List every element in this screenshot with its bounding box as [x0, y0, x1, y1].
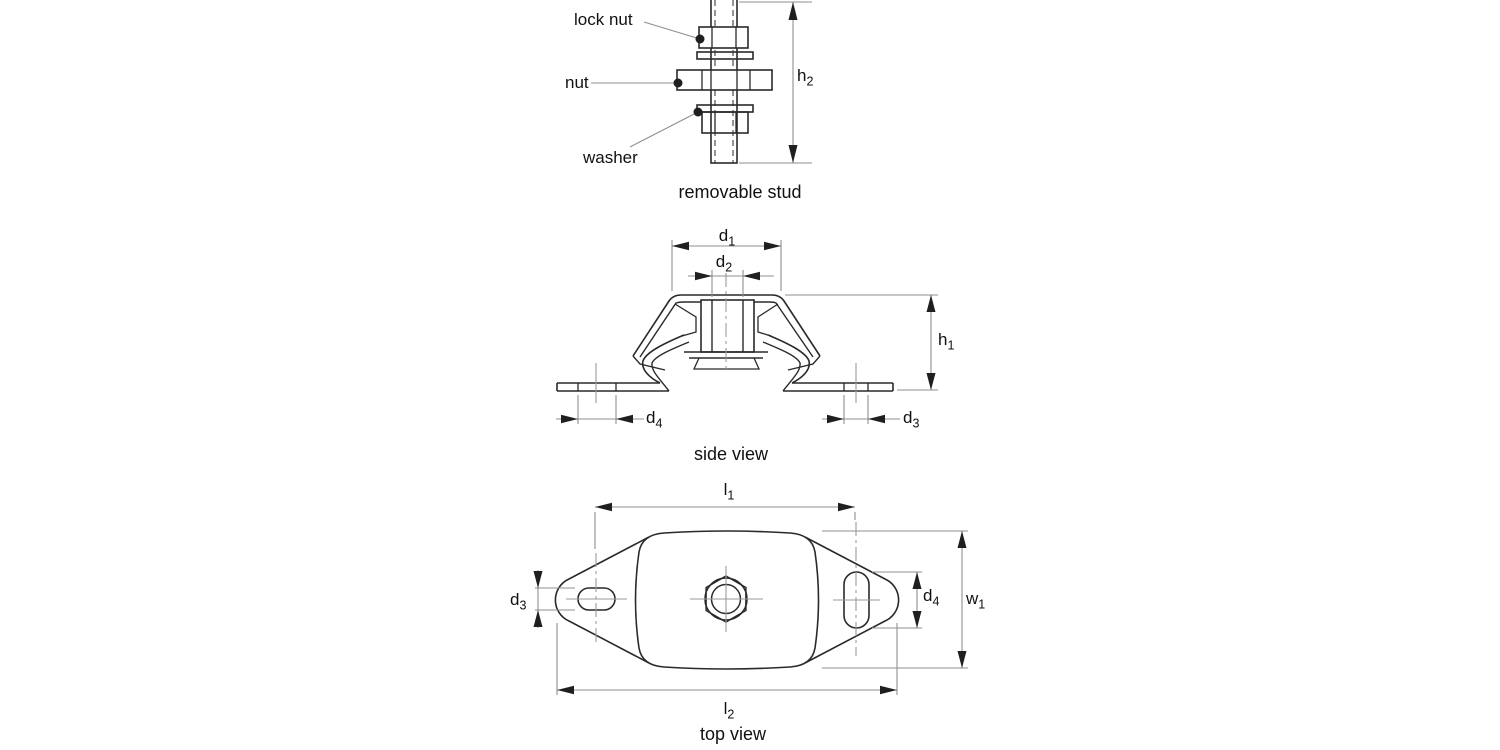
dim-label-d4-side: d4: [646, 408, 662, 430]
side-centerlines: [595, 273, 857, 403]
dim-d3-side-sub: 3: [912, 416, 920, 431]
dim-d3-top-base: d: [510, 590, 520, 609]
dim-d2-sub: 2: [725, 260, 733, 275]
dim-label-h2: h2: [797, 66, 813, 88]
label-washer: washer: [583, 148, 638, 167]
top-body-outline: [634, 530, 820, 670]
top-wing-left: [554, 536, 650, 664]
dim-label-l2: l2: [723, 699, 735, 721]
dim-label-d1: d1: [718, 226, 735, 248]
dim-w1-base: w: [966, 589, 979, 608]
dim-h1: [785, 294, 938, 391]
side-dim-arrows: [561, 241, 936, 424]
dim-d3-side-base: d: [903, 408, 913, 427]
top-view-caption: top view: [699, 724, 767, 744]
dim-d4-top-base: d: [923, 586, 933, 605]
dim-l2-sub: 2: [727, 707, 735, 722]
washer-upper-shape: [696, 51, 754, 60]
side-rubber-bottom-right: [787, 355, 821, 371]
dim-label-d4-top: d4: [923, 586, 939, 608]
side-rubber-outer: [632, 294, 821, 357]
dim-d2-base: d: [715, 252, 726, 271]
dim-h1-base: h: [938, 330, 948, 349]
dim-l2-base: l: [723, 699, 728, 718]
dim-d3-top-sub: 3: [519, 598, 527, 613]
dim-label-h1: h1: [938, 330, 954, 352]
stud-caption: removable stud: [678, 182, 802, 202]
top-wing-right: [804, 536, 900, 664]
stud-leader-dots: [673, 34, 705, 117]
dim-label-w1: w1: [966, 589, 985, 611]
dim-l2: [556, 623, 898, 695]
top-dim-arrows: [533, 502, 967, 695]
stud-figure: [591, 0, 812, 164]
stud-leaders: [591, 21, 701, 148]
dim-d4-side-base: d: [646, 408, 656, 427]
label-lock-nut: lock nut: [574, 10, 633, 29]
side-cavity-right: [757, 303, 779, 337]
dim-label-d2: d2: [715, 252, 732, 274]
dim-h2: [739, 1, 812, 164]
dim-label-d3-top: d3: [510, 590, 526, 612]
dim-label-d3-side: d3: [903, 408, 919, 430]
top-view-figure: [533, 502, 968, 695]
dim-h2-sub: 2: [806, 74, 814, 89]
dim-l1-sub: 1: [727, 488, 735, 503]
nut-shape: [676, 69, 773, 91]
dim-l1: [594, 506, 856, 549]
side-leg-right-inner: [762, 341, 801, 392]
side-cavity-left: [674, 303, 697, 337]
dim-d1: [671, 240, 782, 291]
side-view-caption: side view: [693, 444, 769, 464]
side-leg-left-inner: [651, 341, 690, 392]
side-view-figure: [556, 240, 938, 424]
dim-w1-sub: 1: [978, 597, 986, 612]
side-leg-right-outer: [767, 334, 811, 384]
dim-w1: [822, 530, 968, 669]
side-leg-left-outer: [641, 334, 685, 384]
lower-nut-shape: [701, 111, 749, 134]
side-flange: [556, 382, 894, 392]
lock-nut-shape: [698, 26, 749, 49]
dim-d4-side-sub: 4: [655, 416, 663, 431]
dim-d1-sub: 1: [728, 234, 736, 249]
dim-l1-base: l: [723, 480, 728, 499]
dim-label-l1: l1: [723, 480, 735, 502]
side-bushing: [684, 299, 768, 370]
top-centerlines: [566, 522, 880, 656]
dim-d4-top-sub: 4: [932, 594, 940, 609]
dim-h2-arrows: [788, 2, 798, 163]
dim-d1-base: d: [718, 226, 729, 245]
side-rubber-bottom-left: [632, 355, 666, 371]
dim-h1-sub: 1: [947, 338, 955, 353]
label-nut: nut: [565, 73, 589, 92]
dim-h2-base: h: [797, 66, 807, 85]
